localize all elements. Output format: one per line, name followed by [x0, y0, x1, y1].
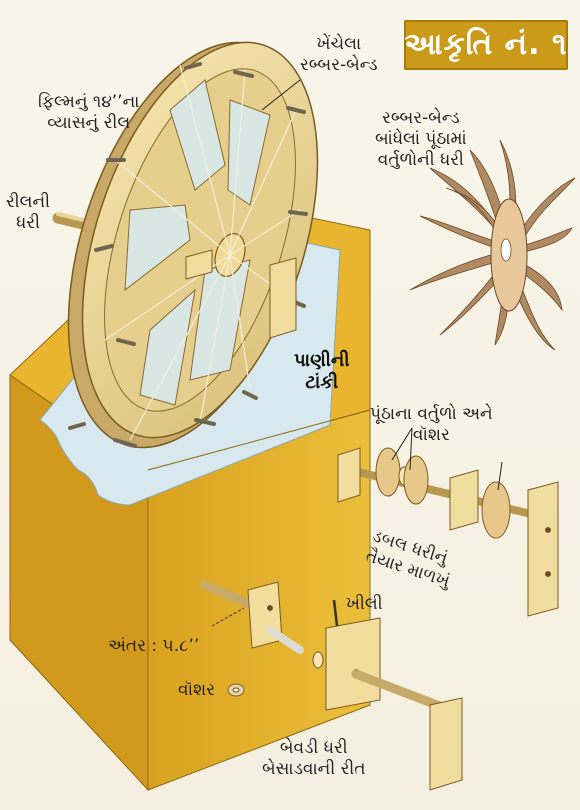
label-method-line1: બેવડી ધરી: [262, 738, 366, 759]
label-band-axle-line1: રબ્બર-બેન્ડ: [375, 108, 467, 129]
band-disc-axle: [410, 140, 575, 350]
label-gap: અંતર : ૫.૮’’: [108, 636, 199, 657]
label-water-tank-line1: પાણીની: [294, 350, 350, 372]
label-water-tank-line2: ટાંકી: [294, 372, 350, 394]
label-reel-axle-line1: રીલની: [6, 192, 50, 213]
label-nail: ખીલી: [346, 594, 383, 615]
label-reel: ફિલ્મનું ૧૪’’ના વ્યાસનું રીલ: [38, 92, 139, 134]
label-stretched-band-line1: ખેંચેલા: [300, 34, 378, 55]
label-reel-axle: રીલની ધરી: [6, 192, 50, 234]
label-discs: પૂંઠાના વર્તુળો અને વૉશર: [370, 404, 493, 446]
label-stretched-band: ખેંચેલા રબ્બર-બેન્ડ: [300, 34, 378, 76]
tank-support-post: [270, 258, 296, 338]
label-band-axle: રબ્બર-બેન્ડ બાંધેલાં પૂંઠામાં વર્તુળોની …: [375, 108, 467, 171]
label-discs-line2: વૉશર: [370, 425, 493, 446]
label-discs-line1: પૂંઠાના વર્તુળો અને: [370, 404, 493, 425]
label-method: બેવડી ધરી બેસાડવાની રીત: [262, 738, 366, 780]
label-band-axle-line2: બાંધેલાં પૂંઠામાં: [375, 129, 467, 150]
figure-title: આકૃતિ નં. ૧: [404, 20, 568, 70]
label-washer: વૉશર: [178, 680, 215, 701]
figure-title-box: આકૃતિ નં. ૧: [404, 20, 568, 70]
label-water-tank: પાણીની ટાંકી: [294, 350, 350, 394]
label-stretched-band-line2: રબ્બર-બેન્ડ: [300, 55, 378, 76]
label-reel-axle-line2: ધરી: [6, 213, 50, 234]
label-reel-line2: વ્યાસનું રીલ: [38, 113, 139, 134]
label-reel-line1: ફિલ્મનું ૧૪’’ના: [38, 92, 139, 113]
double-axle-assembly: [338, 448, 558, 616]
label-band-axle-line3: વર્તુળોની ધરી: [375, 150, 467, 171]
label-method-line2: બેસાડવાની રીત: [262, 759, 366, 780]
